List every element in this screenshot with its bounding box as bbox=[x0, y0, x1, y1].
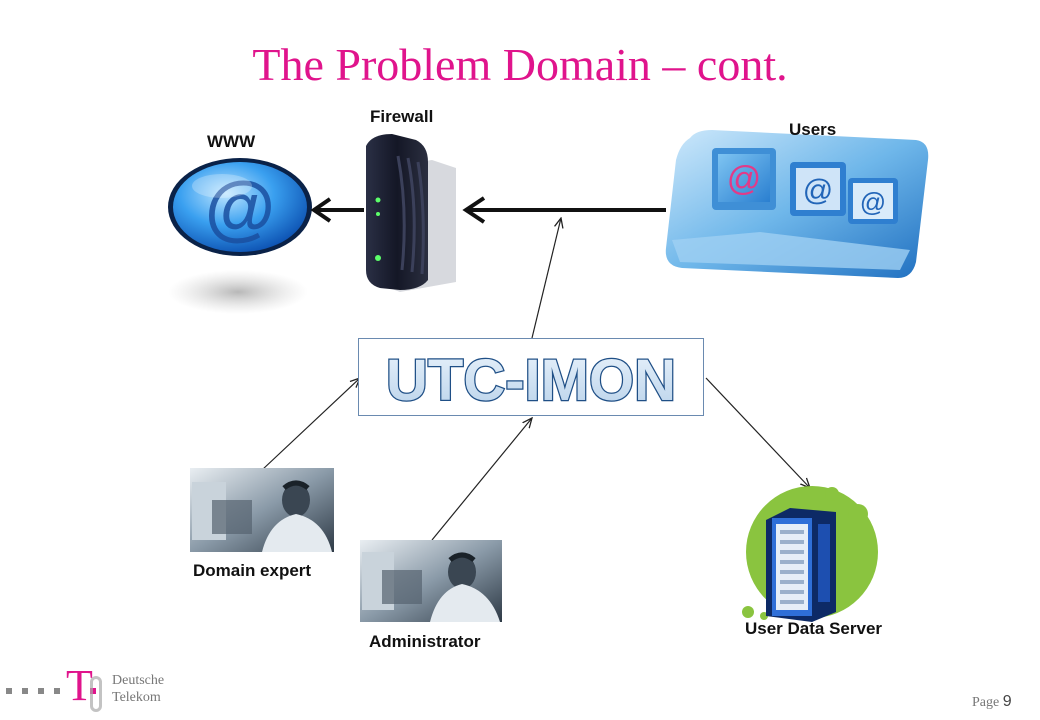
utc-imon-box bbox=[358, 338, 704, 416]
page-label: Page bbox=[972, 695, 1000, 710]
page-indicator: Page 9 bbox=[972, 693, 1012, 711]
domain-expert-photo bbox=[190, 468, 334, 552]
www-label: WWW bbox=[207, 132, 256, 151]
administrator-label: Administrator bbox=[369, 632, 481, 651]
brand-name: Deutsche Telekom bbox=[112, 672, 164, 706]
traffic-arrows bbox=[310, 196, 666, 224]
connector-arrows bbox=[261, 218, 810, 541]
utc-imon-title: UTC-IMON bbox=[385, 347, 677, 415]
users-computers-icon: @ @ @ bbox=[665, 130, 929, 278]
firewall-label: Firewall bbox=[370, 107, 434, 126]
footer-dots bbox=[6, 688, 96, 694]
users-label: Users bbox=[789, 120, 837, 139]
svg-text:@: @ bbox=[803, 174, 833, 207]
slide-title: The Problem Domain – cont. bbox=[252, 39, 788, 90]
firewall-router-icon bbox=[366, 134, 456, 292]
page-number: 9 bbox=[1002, 693, 1012, 710]
svg-text:@: @ bbox=[860, 187, 886, 217]
www-globe-icon: @ bbox=[168, 158, 312, 314]
server-rack-icon bbox=[742, 486, 878, 622]
user-data-server-label: User Data Server bbox=[745, 619, 883, 638]
brand-line-1: Deutsche bbox=[112, 673, 165, 688]
telekom-logo-mark bbox=[90, 676, 102, 712]
utc-imon-label: UTC-IMON bbox=[386, 348, 676, 413]
brand-line-2: Telekom bbox=[112, 690, 161, 705]
svg-text:@: @ bbox=[205, 168, 275, 248]
domain-expert-label: Domain expert bbox=[193, 561, 312, 580]
svg-text:@: @ bbox=[727, 160, 762, 198]
telekom-logo-letter: T bbox=[66, 661, 93, 710]
administrator-photo bbox=[360, 540, 502, 622]
